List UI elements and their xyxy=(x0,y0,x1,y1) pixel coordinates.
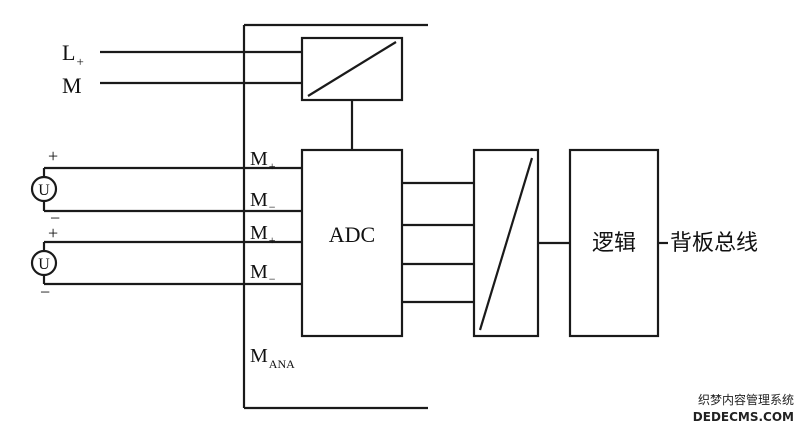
adc-output-lines xyxy=(402,181,474,304)
logic-block xyxy=(568,148,660,338)
terminal-label-3: M+ xyxy=(250,222,276,247)
terminal-label-4: M− xyxy=(250,261,276,286)
adc-block xyxy=(300,148,404,338)
channel-lines xyxy=(44,166,302,286)
source-1-minus: − xyxy=(50,208,60,228)
watermark-line-2: DEDECMS.COM xyxy=(693,410,794,424)
voltage-source-1: U xyxy=(30,168,58,211)
backplane-bus-label: 背板总线 xyxy=(670,230,758,255)
m-ana-label: MANA xyxy=(250,345,295,371)
l-plus-label: L+ xyxy=(62,40,84,69)
source-2-minus: − xyxy=(40,282,50,302)
module-boundary xyxy=(242,23,428,410)
voltage-source-2: U xyxy=(30,242,58,284)
source-1-plus: + xyxy=(48,146,58,166)
source-2-symbol: U xyxy=(38,256,50,273)
adc-label: ADC xyxy=(329,222,375,247)
terminal-label-1: M+ xyxy=(250,148,276,173)
terminal-label-2: M− xyxy=(250,189,276,214)
watermark-line-1: 织梦内容管理系统 xyxy=(698,392,794,407)
isolation-block xyxy=(472,148,540,338)
m-label: M xyxy=(62,73,82,98)
source-1-symbol: U xyxy=(38,182,50,199)
supply-lines xyxy=(100,50,302,85)
logic-label: 逻辑 xyxy=(592,230,636,255)
source-2-plus: + xyxy=(48,223,58,243)
dc-dc-converter-block xyxy=(300,36,404,102)
